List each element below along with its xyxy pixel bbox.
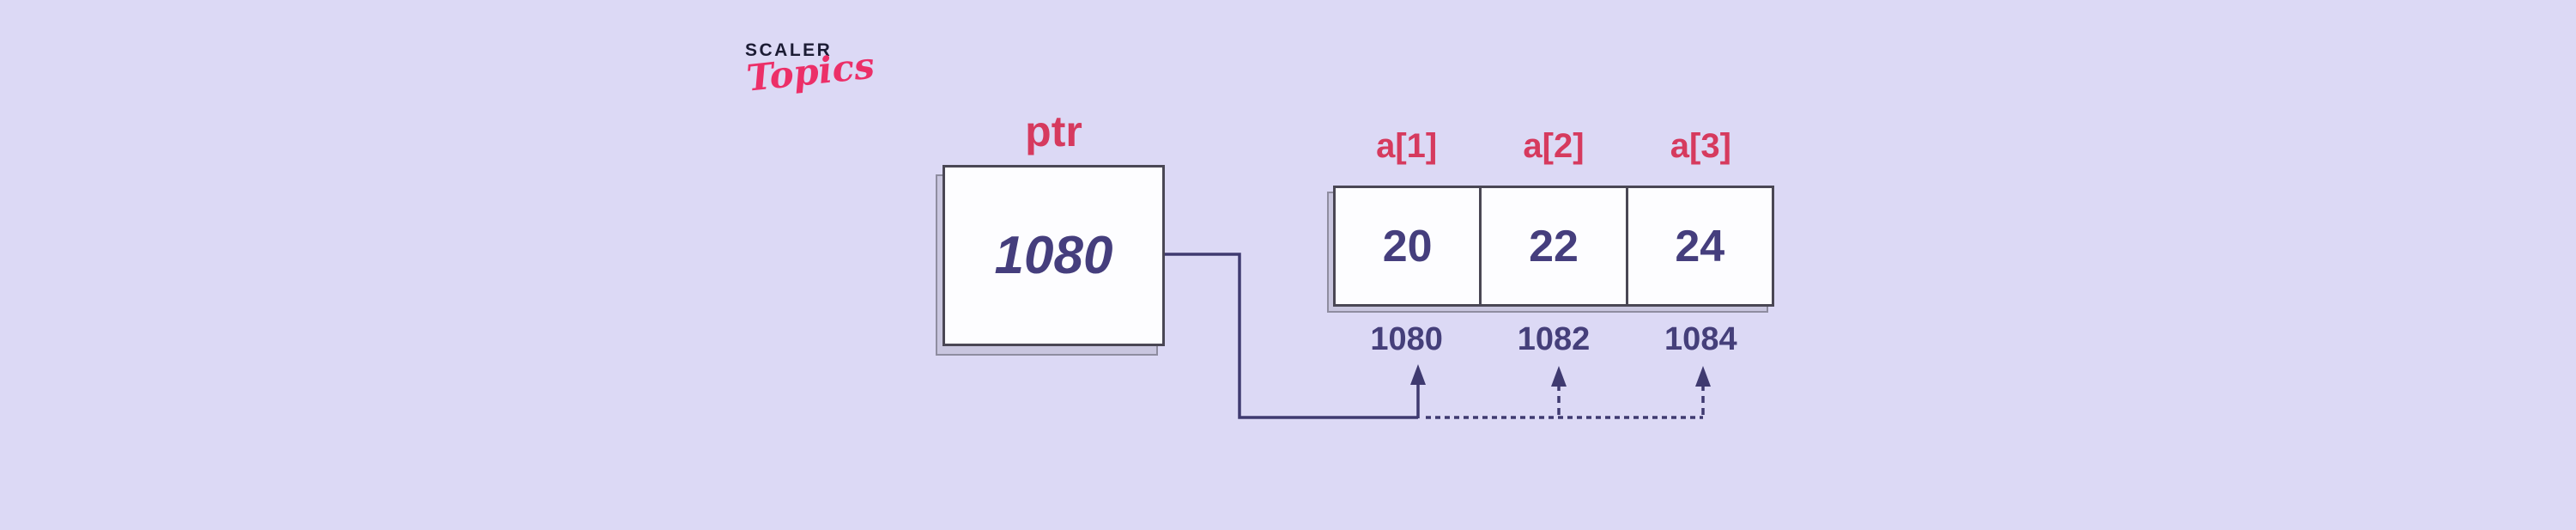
array-cell-value-1: 20: [1382, 221, 1433, 271]
array-cell-3: 24: [1628, 188, 1772, 304]
array-index-label-2: a[2]: [1523, 127, 1585, 165]
array-index-labels: a[1] a[2] a[3]: [1333, 127, 1774, 166]
logo-brand-text: SCALER: [745, 40, 833, 60]
pointer-box: 1080: [943, 165, 1165, 346]
array-cell-2: 22: [1482, 188, 1628, 304]
scaler-topics-logo: SCALER Topics: [745, 40, 876, 100]
solid-arrowhead-1080: [1410, 364, 1426, 385]
pointer-value: 1080: [994, 226, 1113, 285]
array-address-3: 1084: [1664, 321, 1737, 357]
array-index-label-1: a[1]: [1376, 127, 1438, 165]
array-index-label-3: a[3]: [1670, 127, 1731, 165]
array-box: 20 22 24: [1333, 186, 1774, 307]
array-address-1: 1080: [1370, 321, 1443, 357]
array-cell-value-3: 24: [1675, 221, 1725, 271]
array-address-2: 1082: [1517, 321, 1591, 357]
pointer-label: ptr: [1025, 107, 1082, 155]
dashed-arrowhead-1084: [1695, 366, 1711, 387]
pointer-elbow-line: [1165, 253, 1418, 419]
array-cell-value-2: 22: [1529, 221, 1579, 271]
dashed-arrowhead-1082: [1551, 366, 1567, 387]
array-addresses: 1080 1082 1084: [1333, 321, 1774, 358]
array-cell-1: 20: [1336, 188, 1482, 304]
